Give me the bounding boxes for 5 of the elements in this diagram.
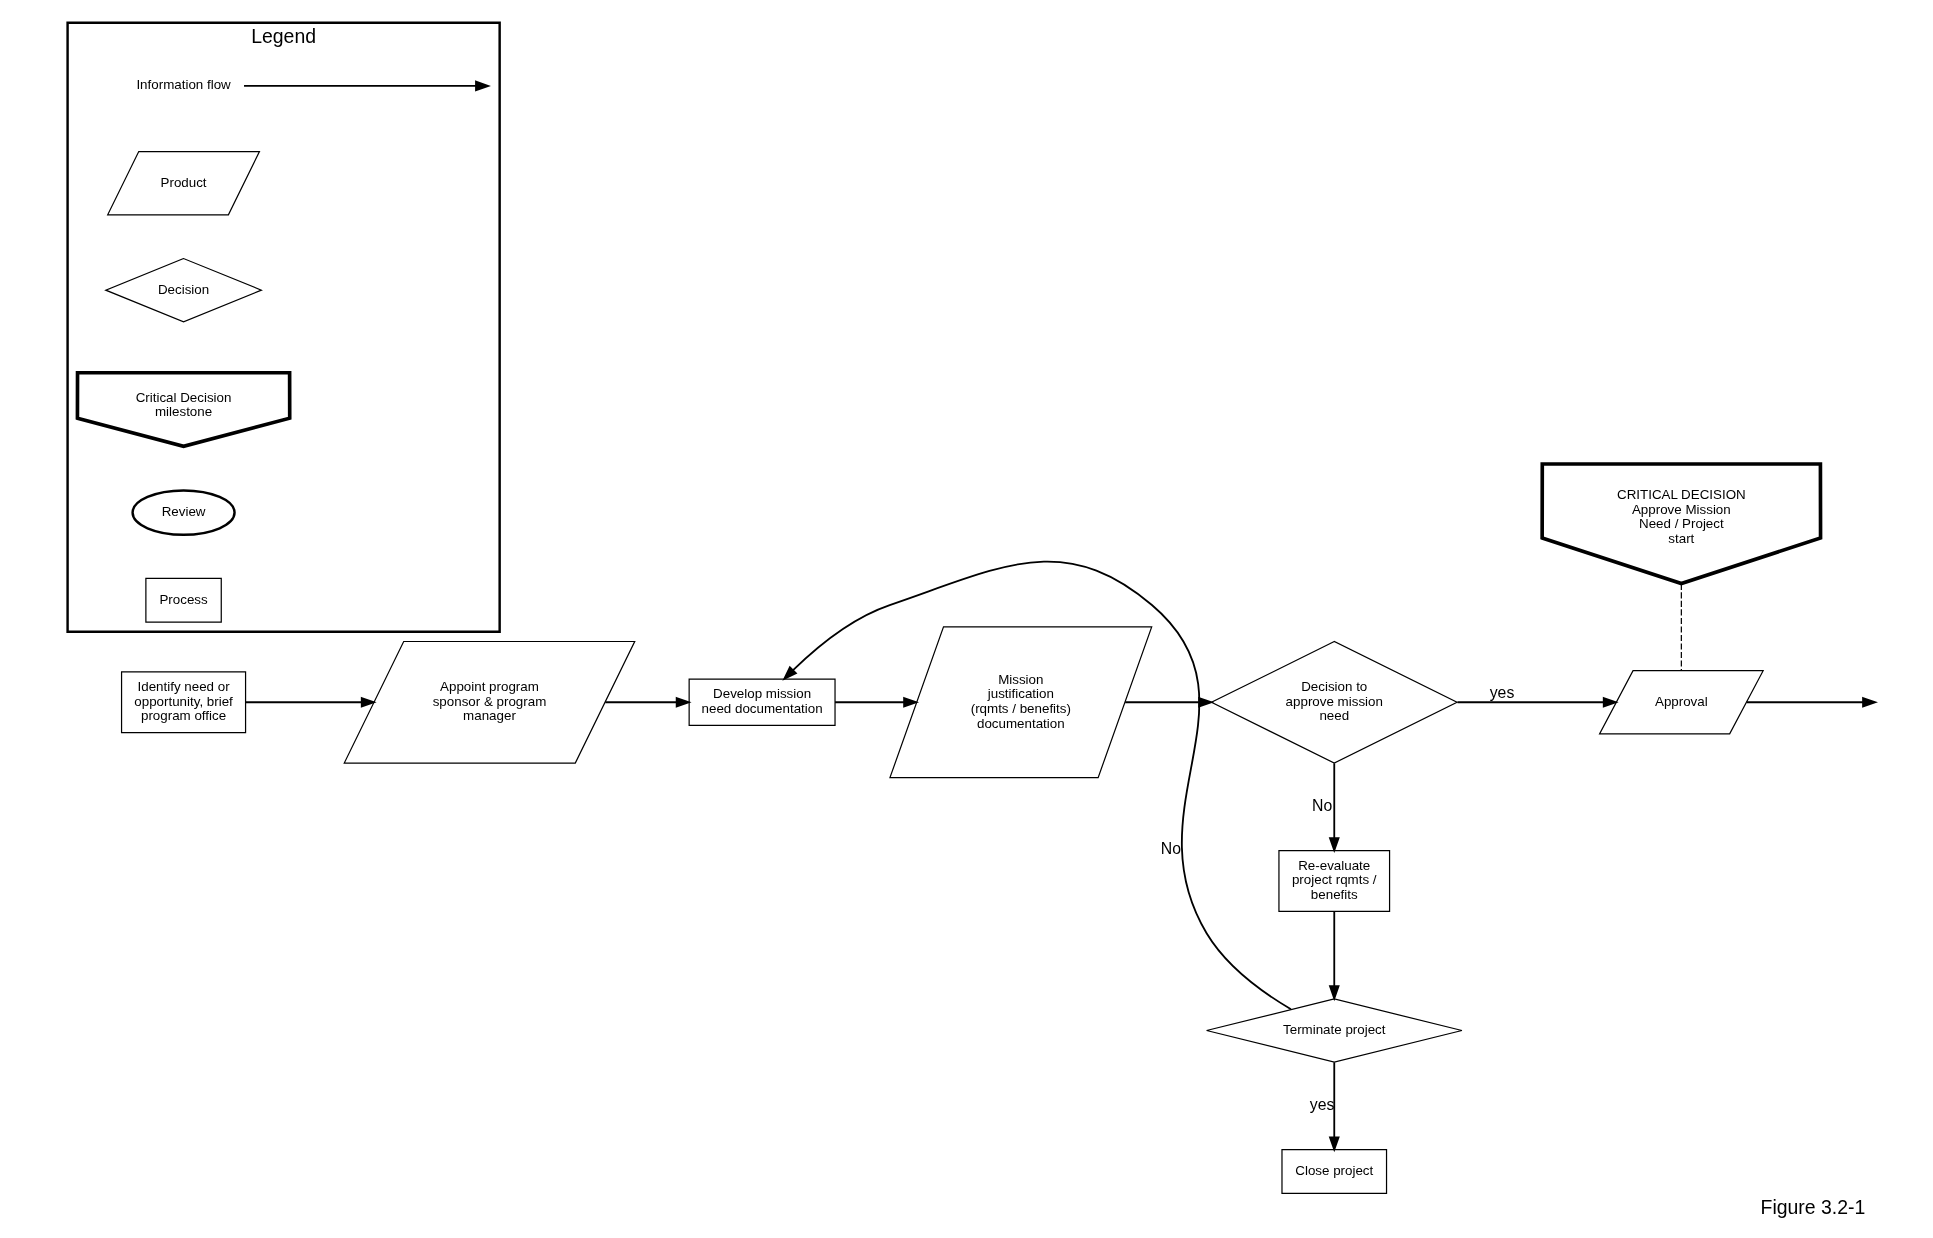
legend-label: Information flow — [135, 77, 231, 93]
edge-label: No — [1311, 796, 1332, 814]
edge-label: yes — [1489, 683, 1514, 701]
caption: Figure 3.2-1 — [1760, 1195, 1865, 1218]
edge-label: No — [1160, 840, 1181, 858]
